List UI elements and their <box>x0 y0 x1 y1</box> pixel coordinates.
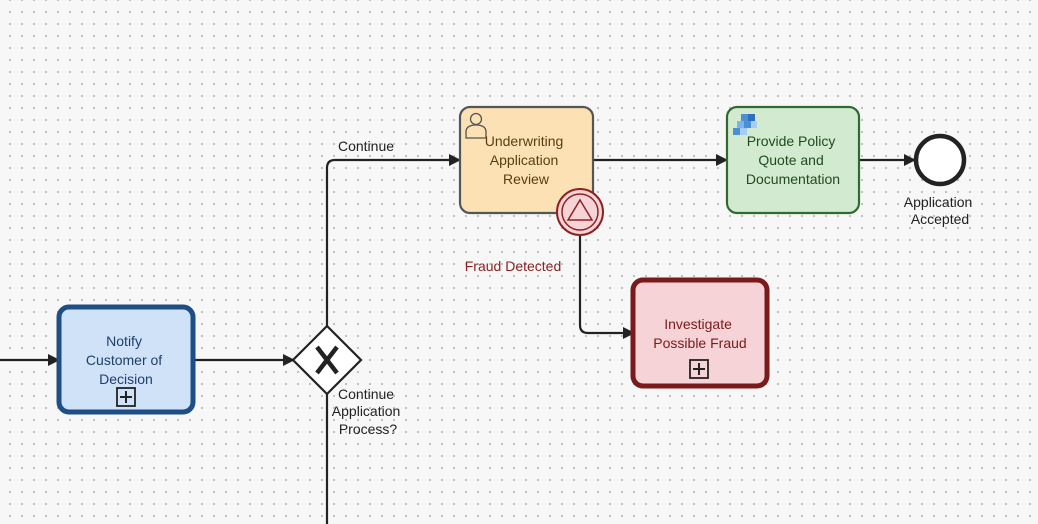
user-task-icon <box>465 112 487 139</box>
flow-fraud-boundary-to-investigate[interactable] <box>578 236 635 339</box>
task-label-line: Notify <box>106 333 142 349</box>
svg-text:Underwriting Application: Underwriting Application Review <box>485 133 567 187</box>
gateway-label-line: Continue <box>338 386 394 402</box>
task-label-line: Decision <box>99 371 153 387</box>
subprocess-expand-icon[interactable] <box>116 387 136 407</box>
task-provide-policy-quote[interactable]: Provide Policy Quote and Documentation <box>725 105 861 215</box>
end-event-label-line: Application <box>904 194 973 210</box>
gateway-label-line: Application <box>332 403 401 419</box>
end-event-label-line: Accepted <box>911 211 969 227</box>
task-label-line: Review <box>503 171 550 187</box>
edge-label-fraud-detected: Fraud Detected <box>465 258 562 274</box>
end-event-application-accepted[interactable]: Application Accepted <box>904 133 976 227</box>
edge-label-continue: Continue <box>338 138 394 154</box>
task-label-line: Customer of <box>86 352 162 368</box>
task-label-line: Possible Fraud <box>653 335 746 351</box>
gateway-x-icon <box>315 345 339 375</box>
svg-text:Notify Customer of: Notify Customer of Decision <box>86 333 166 387</box>
task-investigate-fraud[interactable]: Investigate Possible Fraud <box>630 277 770 389</box>
task-underwriting-review[interactable]: Underwriting Application Review <box>458 105 595 215</box>
task-label-line: Provide Policy <box>747 133 836 149</box>
svg-text:Investigate Possible Fra: Investigate Possible Fraud <box>653 316 746 351</box>
task-label-line: Documentation <box>746 171 840 187</box>
task-label-line: Application <box>490 152 559 168</box>
svg-text:Continue Application: Continue Application Process? <box>332 386 404 437</box>
service-task-icon <box>733 114 757 135</box>
svg-text:Application Accepted: Application Accepted <box>904 194 976 227</box>
boundary-event-fraud[interactable] <box>556 188 604 236</box>
svg-text:Provide Policy Quote and: Provide Policy Quote and Documentation <box>746 133 840 187</box>
task-label-line: Underwriting <box>485 133 564 149</box>
exclusive-gateway[interactable]: Continue Application Process? <box>291 324 404 437</box>
flow-gateway-to-underwriting[interactable] <box>325 154 461 326</box>
task-notify-customer[interactable]: Notify Customer of Decision <box>56 304 196 415</box>
escalation-triangle-icon <box>566 198 594 221</box>
gateway-label-line: Process? <box>339 421 398 437</box>
task-label-line: Quote and <box>758 152 823 168</box>
task-label-line: Investigate <box>664 316 732 332</box>
subprocess-expand-icon[interactable] <box>689 359 709 379</box>
sequence-flows: Continue Fraud Detected <box>0 138 916 524</box>
